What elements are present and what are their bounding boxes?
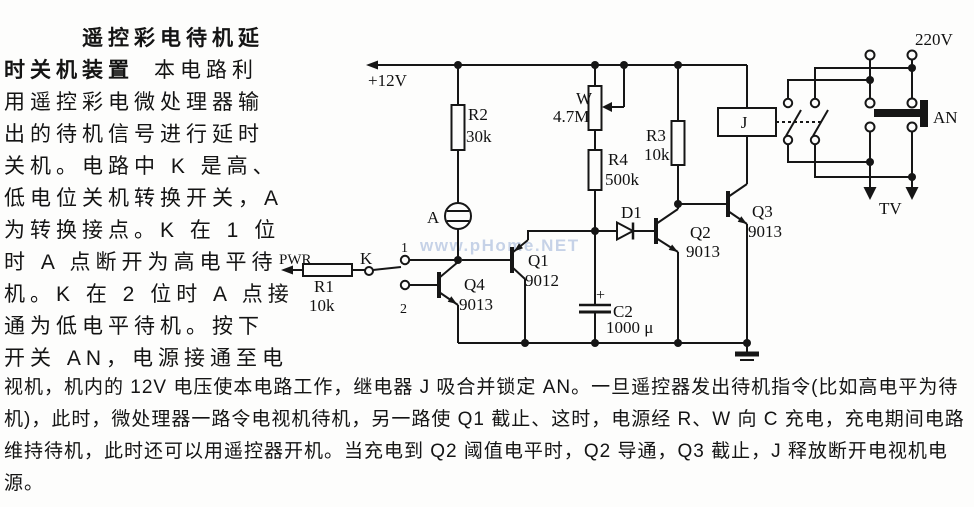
w-value: 4.7M	[553, 107, 589, 126]
body-text-line: 时 A 点断开为高电平待	[4, 251, 278, 274]
body-text-line: 开关 AN，电源接通至电	[4, 347, 289, 370]
c2-polarity: +	[596, 287, 605, 304]
body-text-line: 源。	[4, 473, 45, 494]
body-text-line: 机)，此时，微处理器一路令电视机待机，另一路使 Q1 截止、这时，电源经 R、W…	[4, 409, 965, 430]
relay-coil-j	[717, 65, 823, 137]
article-title-line1: 遥控彩电待机延	[82, 27, 264, 50]
pwr-input	[281, 263, 365, 277]
contact-point-a	[444, 202, 472, 260]
a-label: A	[427, 208, 440, 227]
transistor-q2	[654, 204, 679, 343]
tv-label: TV	[879, 199, 902, 218]
k-pos1-label: 1	[401, 241, 408, 256]
r3-value: 10k	[644, 145, 670, 164]
diode-d1	[595, 220, 656, 242]
body-text-line: 用遥控彩电微处理器输	[4, 91, 264, 114]
k-label: K	[360, 249, 373, 268]
r1-label: R1	[314, 277, 334, 296]
transistor-q4	[437, 261, 459, 343]
q2-part: 9013	[686, 242, 720, 261]
r1-value: 10k	[309, 296, 335, 315]
q4-label: Q4	[464, 275, 485, 294]
w-label: W	[576, 89, 593, 108]
body-text-line: 视机，机内的 12V 电压使本电路工作，继电器 J 吸合并锁定 AN。一旦遥控器…	[4, 377, 959, 398]
mains-label: 220V	[915, 30, 954, 49]
q2-label: Q2	[690, 223, 711, 242]
mains-column-right	[905, 49, 919, 200]
body-text-line: 为转换接点。K 在 1 位	[4, 219, 281, 242]
transistor-q1	[462, 230, 595, 343]
article-title-line2: 时关机装置本电路利	[4, 59, 258, 83]
supply-rail	[366, 60, 747, 70]
resistor-r3	[670, 65, 686, 204]
r3-label: R3	[646, 126, 666, 145]
c2-value: 1000 μ	[606, 318, 653, 337]
q3-label: Q3	[752, 202, 773, 221]
r2-label: R2	[468, 105, 488, 124]
body-text-line: 维持待机，此时还可以用遥控器开机。当充电到 Q2 阈值电平时，Q2 导通，Q3 …	[4, 441, 948, 462]
k-pos2-label: 2	[400, 302, 407, 317]
pwr-label: PWR	[279, 252, 312, 268]
d1-label: D1	[621, 203, 642, 222]
body-text-line: 低电位关机转换开关，A	[4, 187, 284, 210]
article-title-part2: 时关机装置	[4, 59, 134, 82]
junction-dot	[454, 256, 462, 264]
supply-label: +12V	[368, 71, 408, 90]
push-button-an	[874, 100, 928, 127]
r2-value: 30k	[466, 127, 492, 146]
r4-value: 500k	[605, 170, 640, 189]
resistor-r2	[450, 65, 466, 203]
body-text-start: 本电路利	[154, 59, 258, 82]
r4-label: R4	[608, 150, 628, 169]
transistor-q3	[678, 136, 748, 343]
switch-k	[364, 254, 458, 291]
body-text-line: 出的待机信号进行延时	[4, 123, 264, 146]
q1-label: Q1	[528, 251, 549, 270]
body-text-line: 机。K 在 2 位时 A 点接	[4, 283, 294, 306]
potentiometer-w	[587, 65, 625, 150]
relay-label: J	[741, 113, 748, 132]
relay-contacts	[782, 67, 912, 178]
body-text-line: 关机。电路中 K 是高、	[4, 155, 279, 178]
an-label: AN	[933, 108, 958, 127]
q3-part: 9013	[748, 222, 782, 241]
c2-label: C2	[613, 302, 633, 321]
body-text-line: 通为低电平待机。按下	[4, 315, 264, 338]
watermark-text: www.pHome.NET	[420, 236, 580, 255]
resistor-r4	[587, 149, 603, 231]
capacitor-c2	[579, 231, 611, 343]
q1-part: 9012	[525, 271, 559, 290]
mains-column-left	[863, 49, 877, 200]
q4-part: 9013	[459, 295, 493, 314]
ground-rail	[458, 339, 759, 361]
